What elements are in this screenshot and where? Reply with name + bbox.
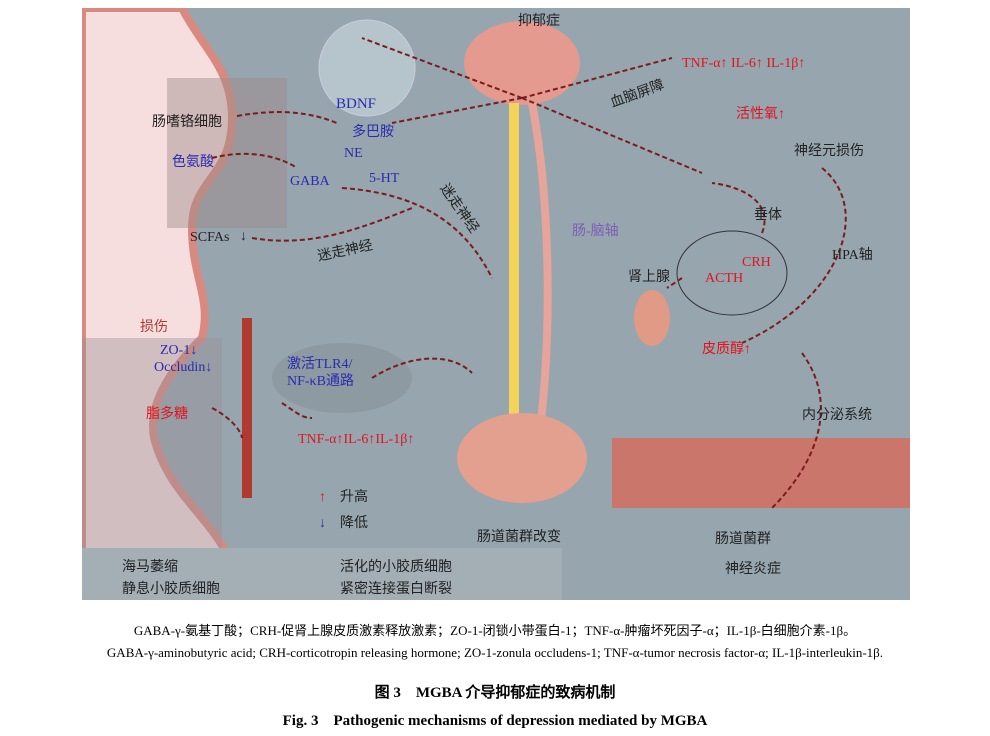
label-ne: NE (344, 146, 363, 161)
label-gut-brain-axis: 肠-脑轴 (572, 224, 619, 239)
label-enterochromaffin: 肠嗜铬细胞 (152, 115, 222, 130)
label-dopamine: 多巴胺 (352, 125, 394, 140)
caption-title-cn: 图 3 MGBA 介导抑郁症的致病机制 (374, 685, 616, 701)
legend-resting-microglia: 静息小胶质细胞 (122, 582, 220, 597)
caption-abbr-en: GABA-γ-aminobutyric acid; CRH-corticotro… (106, 645, 884, 660)
label-damage: 损伤 (140, 320, 168, 335)
legend-down: ↓ 降低 (319, 516, 368, 531)
label-acth: ACTH (705, 271, 744, 286)
enterochromaffin-highlight (167, 78, 287, 228)
diagram-shapes (82, 8, 910, 600)
label-neuroinflammation: 神经炎症 (725, 562, 781, 577)
caption-abbr-cn: GABA-γ-氨基丁酸；CRH-促肾上腺皮质激素释放激素；ZO-1-闭锁小带蛋白… (133, 623, 857, 638)
label-5ht: 5-HT (369, 171, 400, 186)
label-gaba: GABA (290, 174, 330, 189)
label-pituitary: 垂体 (754, 208, 782, 223)
epithelium (612, 438, 910, 508)
legend-tj-break: 紧密连接蛋白断裂 (340, 582, 452, 597)
legend-up: ↑ 升高 (319, 490, 368, 505)
legend-activated-microglia: 活化的小胶质细胞 (340, 560, 452, 575)
legend-box (82, 548, 562, 600)
brain (464, 21, 580, 105)
label-depression: 抑郁症 (518, 14, 560, 29)
blood-vessel (242, 318, 252, 498)
label-microbiota-change: 肠道菌群改变 (477, 530, 561, 545)
label-neuron-damage: 神经元损伤 (794, 144, 864, 159)
label-gut-microbiota: 肠道菌群 (715, 532, 771, 547)
legend-hippocampus: 海马萎缩 (122, 560, 178, 575)
label-cortisol: 皮质醇↑ (702, 342, 751, 357)
gut-lumen (82, 8, 247, 600)
label-bdnf: BDNF (336, 96, 377, 112)
label-scfas: SCFAs (190, 230, 230, 245)
label-occludin: Occludin↓ (154, 360, 213, 375)
label-zo1: ZO-1↓ (160, 343, 198, 358)
dashed-arrows (211, 37, 847, 509)
intestine (457, 413, 587, 503)
mgba-diagram: 抑郁症 肠嗜铬细胞 色氨酸 SCFAs ↓ BDNF 多巴胺 NE GABA 5… (82, 8, 910, 600)
label-ros: 活性氧↑ (736, 107, 785, 122)
tlr4-cloud (272, 343, 412, 413)
brainstem (528, 102, 552, 449)
synapse-circle (318, 19, 416, 117)
label-tryptophan: 色氨酸 (172, 155, 214, 170)
adrenal-kidney (634, 290, 670, 346)
caption-title-en: Fig. 3 Pathogenic mechanisms of depressi… (282, 713, 708, 729)
barrier-highlight (82, 338, 222, 548)
label-endocrine: 内分泌系统 (802, 408, 872, 423)
cytokines-bottom: TNF-α↑IL-6↑IL-1β↑ (298, 432, 415, 447)
cytokines-top: TNF-α↑ IL-6↑ IL-1β↑ (682, 56, 806, 71)
crh-loop (676, 230, 788, 316)
label-hpa: HPA轴 (832, 248, 873, 263)
label-nfkb: NF-κB通路 (287, 374, 354, 389)
label-tlr4: 激活TLR4/ (287, 357, 353, 372)
label-adrenal: 肾上腺 (628, 270, 670, 285)
scfas-arrow: ↓ (240, 229, 247, 244)
label-crh: CRH (742, 255, 771, 270)
label-lps: 脂多糖 (146, 407, 188, 422)
